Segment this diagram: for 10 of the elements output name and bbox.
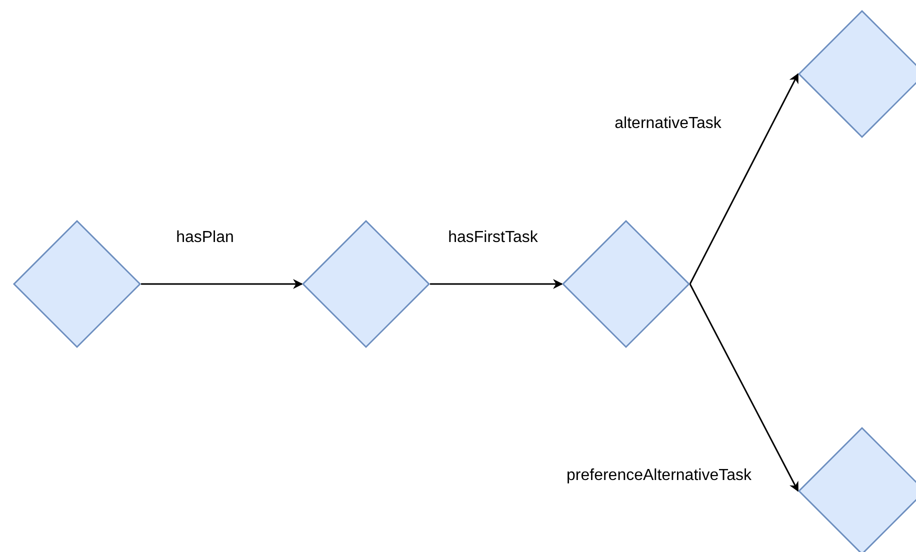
diamond-shape xyxy=(562,220,690,348)
diamond-shape xyxy=(798,10,916,138)
arrow xyxy=(430,279,563,289)
arrow xyxy=(141,279,303,289)
diamond-shape xyxy=(302,220,430,348)
diamond-shape xyxy=(13,220,141,348)
diamond-shape xyxy=(798,427,916,552)
arrow xyxy=(689,73,799,284)
edge-label: preferenceAlternativeTask xyxy=(564,467,754,485)
arrow xyxy=(689,284,799,492)
